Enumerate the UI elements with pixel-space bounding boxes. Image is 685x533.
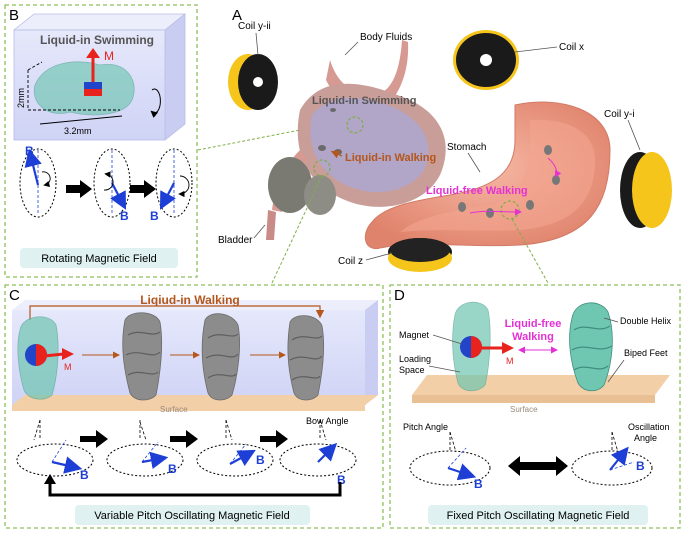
panel-c-magnet-arrow	[43, 352, 65, 358]
panel-b-title: Liquid-in Swimming	[40, 33, 154, 47]
panel-d: D Surface M Magnet Loading Space Liquid-…	[389, 284, 681, 529]
panel-c-field-diagram: Bow Angle B B B	[16, 416, 357, 497]
panel-c-magnet-label: M	[64, 362, 72, 372]
panel-d-magnet: Magnet	[399, 330, 430, 340]
label-bladder: Bladder	[218, 235, 253, 246]
panel-d-oscillation-2: Angle	[634, 433, 657, 443]
panel-d-caption: Fixed Pitch Oscillating Magnetic Field	[447, 510, 630, 522]
panel-b-field-label-2: B	[120, 209, 129, 223]
panel-c-field-label-2: B	[168, 462, 177, 476]
panel-b-field-diagram: B B B	[19, 144, 193, 223]
panel-b-field-label-3: B	[150, 209, 159, 223]
label-liquid-in-walking: Liquid-in Walking	[345, 152, 436, 164]
panel-b-caption: Rotating Magnetic Field	[41, 253, 157, 265]
panel-d-surface: Surface	[510, 405, 538, 414]
panel-b-dim-width: 3.2mm	[64, 126, 92, 136]
panel-b-letter: B	[9, 7, 19, 24]
panel-b-caption-box	[20, 248, 178, 268]
label-body-fluids: Body Fluids	[360, 32, 412, 43]
panel-d-letter: D	[394, 287, 405, 304]
panel-d-double-helix: Double Helix	[620, 316, 672, 326]
panel-b-field-label-1: B	[25, 144, 34, 158]
panel-d-pitch-angle: Pitch Angle	[403, 422, 448, 432]
panel-a-letter: A	[232, 7, 242, 24]
panel-d-magnet-label: M	[506, 356, 514, 366]
panel-b-magnet-label: M	[104, 49, 114, 63]
panel-d-border	[389, 284, 681, 529]
panel-d-loading-space-2: Space	[399, 365, 425, 375]
coil-y-i	[620, 152, 672, 228]
panel-d-loading-space-1: Loading	[399, 354, 431, 364]
label-liquid-free-walking: Liquid-free Walking	[426, 185, 528, 197]
label-liquid-in-swimming: Liquid-in Swimming	[312, 95, 417, 107]
panel-c-title: Liqiud-in Walking	[140, 293, 240, 307]
label-stomach: Stomach	[447, 142, 486, 153]
panel-b-dim-height: 2mm	[16, 88, 26, 108]
label-coil-z: Coil z	[338, 256, 363, 267]
panel-d-field-label-2: B	[636, 459, 645, 473]
panel-c-letter: C	[9, 287, 20, 304]
panel-d-oscillation-1: Oscillation	[628, 422, 670, 432]
label-coil-y-ii: Coil y-ii	[238, 21, 271, 32]
panel-d-walking-1: Liquid-free	[505, 318, 562, 330]
panel-d-caption-box	[428, 505, 648, 525]
panel-a: A	[197, 7, 672, 284]
panel-c-surface: Surface	[160, 405, 188, 414]
panel-c-bow-angle: Bow Angle	[306, 416, 349, 426]
panel-d-walking-2: Walking	[512, 331, 554, 343]
panel-c-field-label-1: B	[80, 468, 89, 482]
coil-x	[453, 30, 519, 90]
panel-c-caption-box	[75, 505, 310, 525]
stomach-illustration	[364, 101, 611, 250]
panel-d-biped-feet: Biped Feet	[624, 348, 668, 358]
coil-z	[388, 238, 452, 272]
coil-y-ii	[228, 54, 278, 110]
panel-b: B Liquid-in Swimming M 2mm 3.2mm B	[4, 4, 198, 278]
panel-c: C Surface Liqiud-in Walking M B	[4, 284, 384, 529]
label-coil-x: Coil x	[559, 42, 584, 53]
bladder-illustration	[266, 40, 446, 240]
panel-c-field-label-4: B	[337, 473, 346, 487]
label-coil-y-i: Coil y-i	[604, 109, 635, 120]
panel-d-field-diagram: Pitch Angle B Oscillation Angle B	[403, 422, 670, 491]
panel-c-caption: Variable Pitch Oscillating Magnetic Fiel…	[94, 510, 289, 522]
panel-d-field-label-1: B	[474, 477, 483, 491]
panel-c-field-label-3: B	[256, 453, 265, 467]
